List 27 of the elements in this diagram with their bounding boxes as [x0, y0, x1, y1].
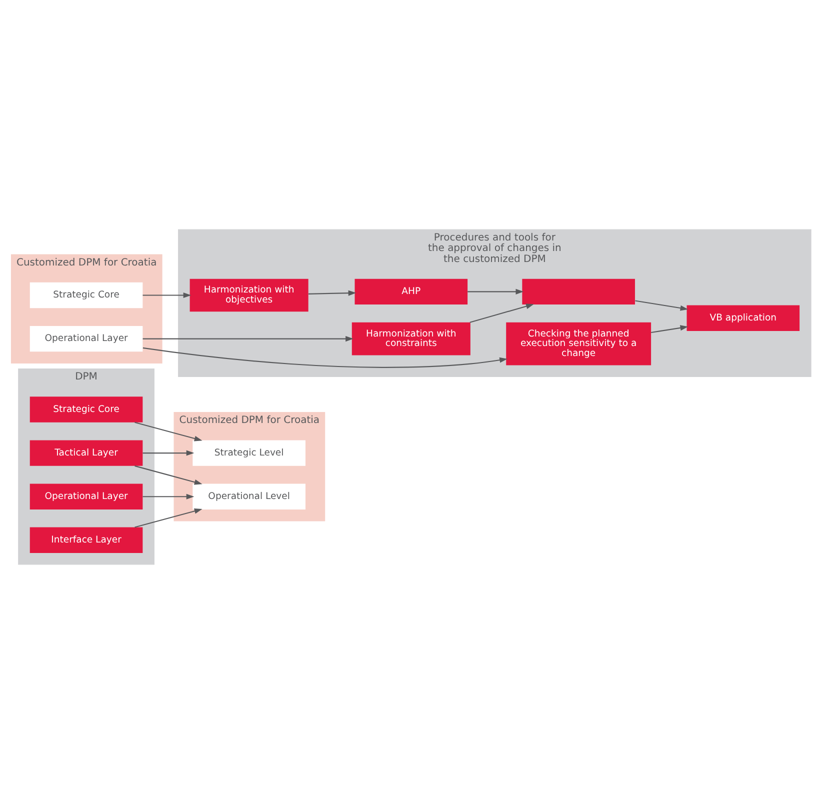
- node-box: Tactical Layer: [30, 440, 143, 466]
- arrow: [142, 493, 194, 499]
- node-box: Strategic Level: [192, 440, 306, 466]
- node-box: VB application: [686, 304, 800, 330]
- node-box: Strategic Core: [30, 396, 143, 422]
- arrow: [468, 288, 524, 294]
- node-box: Operational Layer: [30, 325, 143, 352]
- node-box: AHP: [354, 278, 468, 304]
- node-box: [522, 278, 635, 304]
- arrow: [142, 346, 508, 368]
- arrow: [635, 300, 688, 310]
- arrow: [651, 324, 688, 333]
- arrow: [134, 421, 202, 441]
- node-box: Harmonization with constraints: [352, 322, 470, 355]
- arrow: [142, 450, 194, 456]
- node-box: Operational Layer: [30, 483, 143, 509]
- node-box: Interface Layer: [30, 526, 143, 552]
- arrow: [142, 336, 354, 342]
- node-box: Strategic Core: [30, 282, 143, 308]
- arrow: [134, 464, 202, 484]
- arrow: [308, 290, 356, 296]
- arrow: [142, 292, 192, 298]
- node-box: Harmonization with objectives: [190, 278, 308, 312]
- node-box: Operational Level: [192, 483, 306, 509]
- arrow: [470, 303, 534, 322]
- arrow: [134, 508, 202, 528]
- node-box: Checking the planned execution sensitivity to a change: [506, 322, 652, 365]
